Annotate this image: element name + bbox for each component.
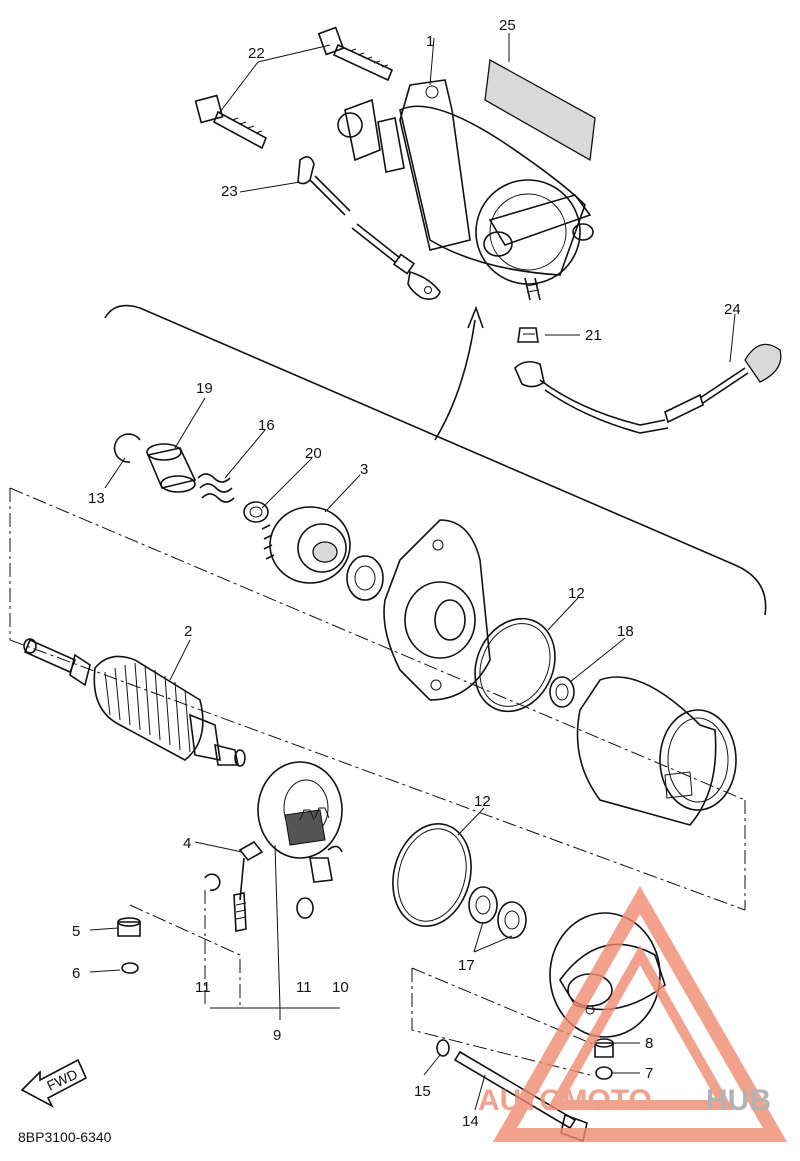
nut-5 <box>117 917 141 937</box>
o-ring-12-upper <box>474 617 556 713</box>
group-bracket <box>104 304 767 616</box>
callout-24: 24 <box>724 301 741 318</box>
watermark-logo: AUTOMOTO HUB <box>478 885 788 1142</box>
callout-15: 15 <box>414 1083 431 1100</box>
callout-11-right: 11 <box>296 979 312 996</box>
callout-19: 19 <box>196 380 213 397</box>
washer-17b <box>497 901 527 939</box>
clip-11b <box>296 897 314 919</box>
watermark-triangle-outer <box>492 885 788 1142</box>
callout-16: 16 <box>258 417 275 434</box>
callout-18: 18 <box>617 623 634 640</box>
callout-25: 25 <box>499 17 516 34</box>
callout-12-lower: 12 <box>474 793 491 810</box>
callout-11-left: 11 <box>195 979 211 996</box>
armature <box>23 638 246 767</box>
callout-2: 2 <box>184 623 192 640</box>
callout-10: 10 <box>332 979 349 996</box>
terminal-cap-nut <box>517 327 539 343</box>
callout-21: 21 <box>585 327 602 344</box>
callout-6: 6 <box>72 965 80 982</box>
fwd-label: FWD <box>44 1066 80 1094</box>
callout-14: 14 <box>462 1113 479 1130</box>
callout-5: 5 <box>72 923 80 940</box>
brush-plate <box>257 761 343 859</box>
bushing-collar <box>146 443 197 493</box>
washer-17a <box>468 886 498 924</box>
bolt-upper <box>317 26 394 82</box>
callout-4: 4 <box>183 835 191 852</box>
callout-8: 8 <box>645 1035 653 1052</box>
assembly-guide-lines <box>9 487 746 1076</box>
leader-lines <box>89 33 736 1111</box>
bolt-lower <box>194 94 268 150</box>
brush-lead-4 <box>233 840 264 932</box>
washer-6 <box>121 962 139 974</box>
callout-20: 20 <box>305 445 322 462</box>
cushion-pad <box>484 58 596 162</box>
washer-18 <box>549 676 575 708</box>
watermark-word-a: AUTOMOTO <box>478 1084 652 1117</box>
callout-7: 7 <box>645 1065 653 1082</box>
circlip <box>113 433 141 463</box>
starter-cable <box>514 343 782 434</box>
ground-lead-wire <box>297 156 441 300</box>
clip-11a <box>204 873 221 891</box>
watermark-word-b: HUB <box>706 1084 771 1117</box>
callout-labels: 1 2 3 4 5 6 7 8 9 10 11 11 12 12 13 14 1… <box>72 17 741 1130</box>
starter-motor-assembly <box>194 26 596 301</box>
washer-7 <box>595 1066 613 1080</box>
callout-22: 22 <box>248 45 265 62</box>
front-cover <box>383 519 491 701</box>
callout-1: 1 <box>426 33 434 50</box>
watermark-triangle-inner <box>546 944 734 1110</box>
yoke-housing <box>576 676 737 826</box>
spacer-washer <box>346 555 384 601</box>
callout-12-upper: 12 <box>568 585 585 602</box>
nut-8 <box>594 1038 614 1058</box>
callout-17: 17 <box>458 957 475 974</box>
fwd-arrow: FWD <box>20 1058 88 1108</box>
washer-20 <box>243 501 269 523</box>
pinion-gear <box>261 506 351 584</box>
o-ring-12-lower <box>392 823 472 927</box>
callout-3: 3 <box>360 461 368 478</box>
washer-15 <box>436 1039 450 1057</box>
callout-23: 23 <box>221 183 238 200</box>
callout-9: 9 <box>273 1027 281 1044</box>
brush-holder-10 <box>309 845 343 883</box>
starter-motor-body <box>337 79 594 301</box>
part-code: 8BP3100-6340 <box>18 1129 112 1145</box>
callout-13: 13 <box>88 490 105 507</box>
spring <box>197 473 235 503</box>
